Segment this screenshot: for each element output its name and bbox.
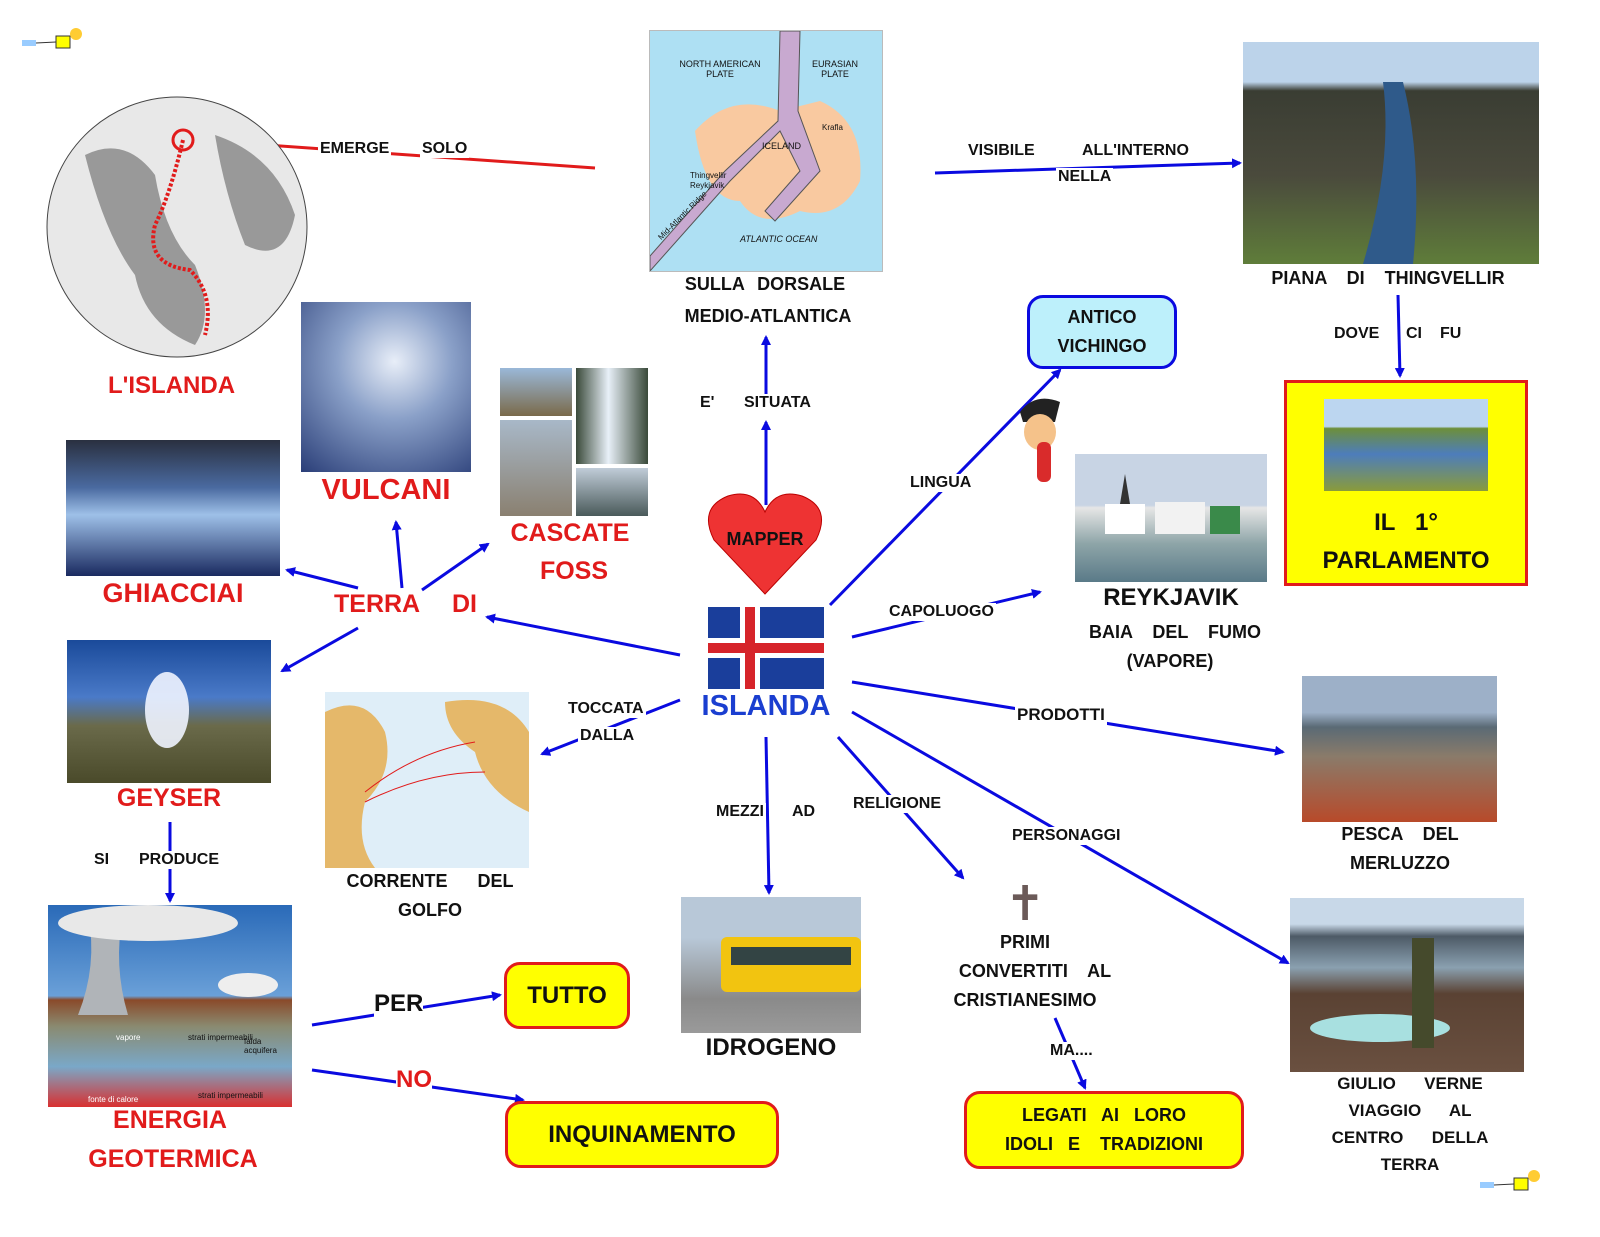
link-label: RELIGIONE bbox=[851, 795, 944, 813]
volcano-photo bbox=[301, 302, 471, 472]
terra-label: TERRA bbox=[334, 590, 421, 618]
map-label: NORTH AMERICAN PLATE bbox=[679, 59, 761, 79]
energia-line2: GEOTERMICA bbox=[88, 1145, 258, 1173]
link-label: ALL'INTERNO bbox=[1080, 142, 1191, 160]
tradizioni-line: LEGATI AI LORO bbox=[1022, 1105, 1186, 1125]
link-label: PER bbox=[374, 990, 424, 1018]
mapper-logo-icon bbox=[1478, 1166, 1544, 1198]
link-label: EMERGE bbox=[318, 140, 392, 158]
link-label: AD bbox=[790, 803, 818, 821]
religione-line: CONVERTITI AL bbox=[958, 961, 1112, 981]
thingvellir-title: PIANA DI THINGVELLIR bbox=[1271, 268, 1505, 288]
inquinamento-box: INQUINAMENTO bbox=[505, 1101, 779, 1168]
link-label: NELLA bbox=[1056, 168, 1114, 186]
parlamento-box: IL 1° PARLAMENTO bbox=[1284, 380, 1528, 586]
map-label: ICELAND bbox=[762, 141, 802, 151]
geyser-photo bbox=[67, 640, 271, 783]
parlamento-photo bbox=[1324, 399, 1488, 491]
tradizioni-box: LEGATI AI LORO IDOLI E TRADIZIONI bbox=[964, 1091, 1244, 1169]
cartoon-viking-icon bbox=[1015, 392, 1065, 484]
link-label: MEZZI bbox=[714, 803, 766, 821]
glacier-photo bbox=[66, 440, 280, 576]
link-label: SOLO bbox=[420, 140, 470, 158]
tradizioni-line: IDOLI E TRADIZIONI bbox=[1005, 1134, 1203, 1154]
corrente-line1: CORRENTE DEL bbox=[346, 871, 514, 891]
link-label: SI bbox=[92, 851, 112, 869]
link-label: MA.... bbox=[1048, 1042, 1095, 1060]
vichingo-node: ANTICO VICHINGO bbox=[1027, 295, 1177, 369]
religione-line: PRIMI bbox=[999, 932, 1050, 952]
diagram-label: strati impermeabili bbox=[198, 1091, 263, 1100]
cascate-line2: FOSS bbox=[539, 557, 609, 585]
diagram-label: strati impermeabili bbox=[188, 1033, 253, 1042]
energia-line1: ENERGIA bbox=[113, 1106, 227, 1134]
diagram-label: falda acquifera bbox=[244, 1037, 277, 1055]
idrogeno-title: IDROGENO bbox=[705, 1034, 837, 1061]
link-label: E' bbox=[698, 394, 717, 412]
link-label: VISIBILE bbox=[966, 142, 1037, 160]
verne-photo bbox=[1290, 898, 1524, 1072]
cross-icon: ✝ bbox=[1005, 878, 1046, 931]
gulf-stream-map bbox=[325, 692, 529, 868]
verne-line: GIULIO VERNE bbox=[1337, 1074, 1483, 1093]
iceland-flag-icon bbox=[708, 607, 824, 689]
map-label: Thingvellir bbox=[690, 171, 727, 180]
globe-image bbox=[45, 95, 309, 359]
bus-photo bbox=[681, 897, 861, 1033]
center-title: ISLANDA bbox=[701, 690, 831, 722]
verne-line: VIAGGIO AL bbox=[1348, 1101, 1472, 1120]
cascate-line1: CASCATE bbox=[510, 519, 630, 547]
corrente-line2: GOLFO bbox=[398, 900, 462, 920]
link-label: CI bbox=[1404, 325, 1424, 343]
link-label: DALLA bbox=[578, 727, 637, 745]
link-label: PERSONAGGI bbox=[1010, 827, 1123, 845]
link-label: NO bbox=[396, 1066, 432, 1094]
religione-line: CRISTIANESIMO bbox=[953, 990, 1097, 1010]
reykjavik-line2: (VAPORE) bbox=[1126, 651, 1214, 671]
link-label: FU bbox=[1438, 325, 1464, 343]
link-label: DOVE bbox=[1332, 325, 1382, 343]
heart-label: MAPPER bbox=[726, 529, 804, 549]
link-label: TOCCATA bbox=[566, 700, 646, 718]
vichingo-line2: VICHINGO bbox=[1057, 336, 1147, 356]
reykjavik-photo bbox=[1075, 454, 1267, 582]
link-label: CAPOLUOGO bbox=[887, 603, 996, 621]
dorsale-label-2: MEDIO-ATLANTICA bbox=[684, 306, 852, 326]
diagram-label: fonte di calore bbox=[88, 1095, 139, 1104]
map-label: Reykjavik bbox=[690, 181, 725, 190]
reykjavik-title: REYKJAVIK bbox=[1103, 584, 1239, 611]
reykjavik-line1: BAIA DEL FUMO bbox=[1088, 622, 1261, 642]
vulcani-title: VULCANI bbox=[321, 474, 451, 506]
geyser-title: GEYSER bbox=[116, 784, 222, 812]
link-label: SITUATA bbox=[742, 394, 813, 412]
heart-icon bbox=[706, 490, 824, 596]
verne-line: TERRA bbox=[1380, 1155, 1440, 1174]
pesca-line2: MERLUZZO bbox=[1350, 853, 1450, 873]
pesca-photo bbox=[1302, 676, 1497, 822]
globe-title: L'ISLANDA bbox=[108, 372, 236, 399]
ghiacciai-title: GHIACCIAI bbox=[102, 578, 244, 608]
vichingo-line1: ANTICO bbox=[1067, 307, 1137, 327]
link-label: PRODOTTI bbox=[1015, 705, 1107, 725]
parlamento-line2: PARLAMENTO bbox=[1322, 547, 1490, 574]
terra-label: DI bbox=[452, 590, 477, 618]
verne-line: CENTRO DELLA bbox=[1331, 1128, 1489, 1147]
thingvellir-photo bbox=[1243, 42, 1539, 264]
map-label: ATLANTIC OCEAN bbox=[740, 234, 818, 244]
diagram-label: vapore bbox=[116, 1033, 141, 1042]
link-label: LINGUA bbox=[908, 474, 974, 492]
mapper-logo-icon bbox=[20, 24, 86, 56]
geothermal-diagram: vapore strati impermeabili falda acquife… bbox=[48, 905, 292, 1107]
tectonic-map-image: NORTH AMERICAN PLATE EURASIAN PLATE ICEL… bbox=[649, 30, 883, 272]
map-label: Krafla bbox=[822, 123, 843, 132]
pesca-line1: PESCA DEL bbox=[1341, 824, 1459, 844]
map-label: EURASIAN PLATE bbox=[811, 59, 858, 79]
dorsale-label-1: SULLA DORSALE bbox=[684, 274, 846, 294]
waterfall-collage bbox=[500, 368, 648, 516]
link-label: PRODUCE bbox=[137, 851, 222, 869]
parlamento-line1: IL 1° bbox=[1374, 509, 1438, 536]
tutto-box: TUTTO bbox=[504, 962, 630, 1029]
